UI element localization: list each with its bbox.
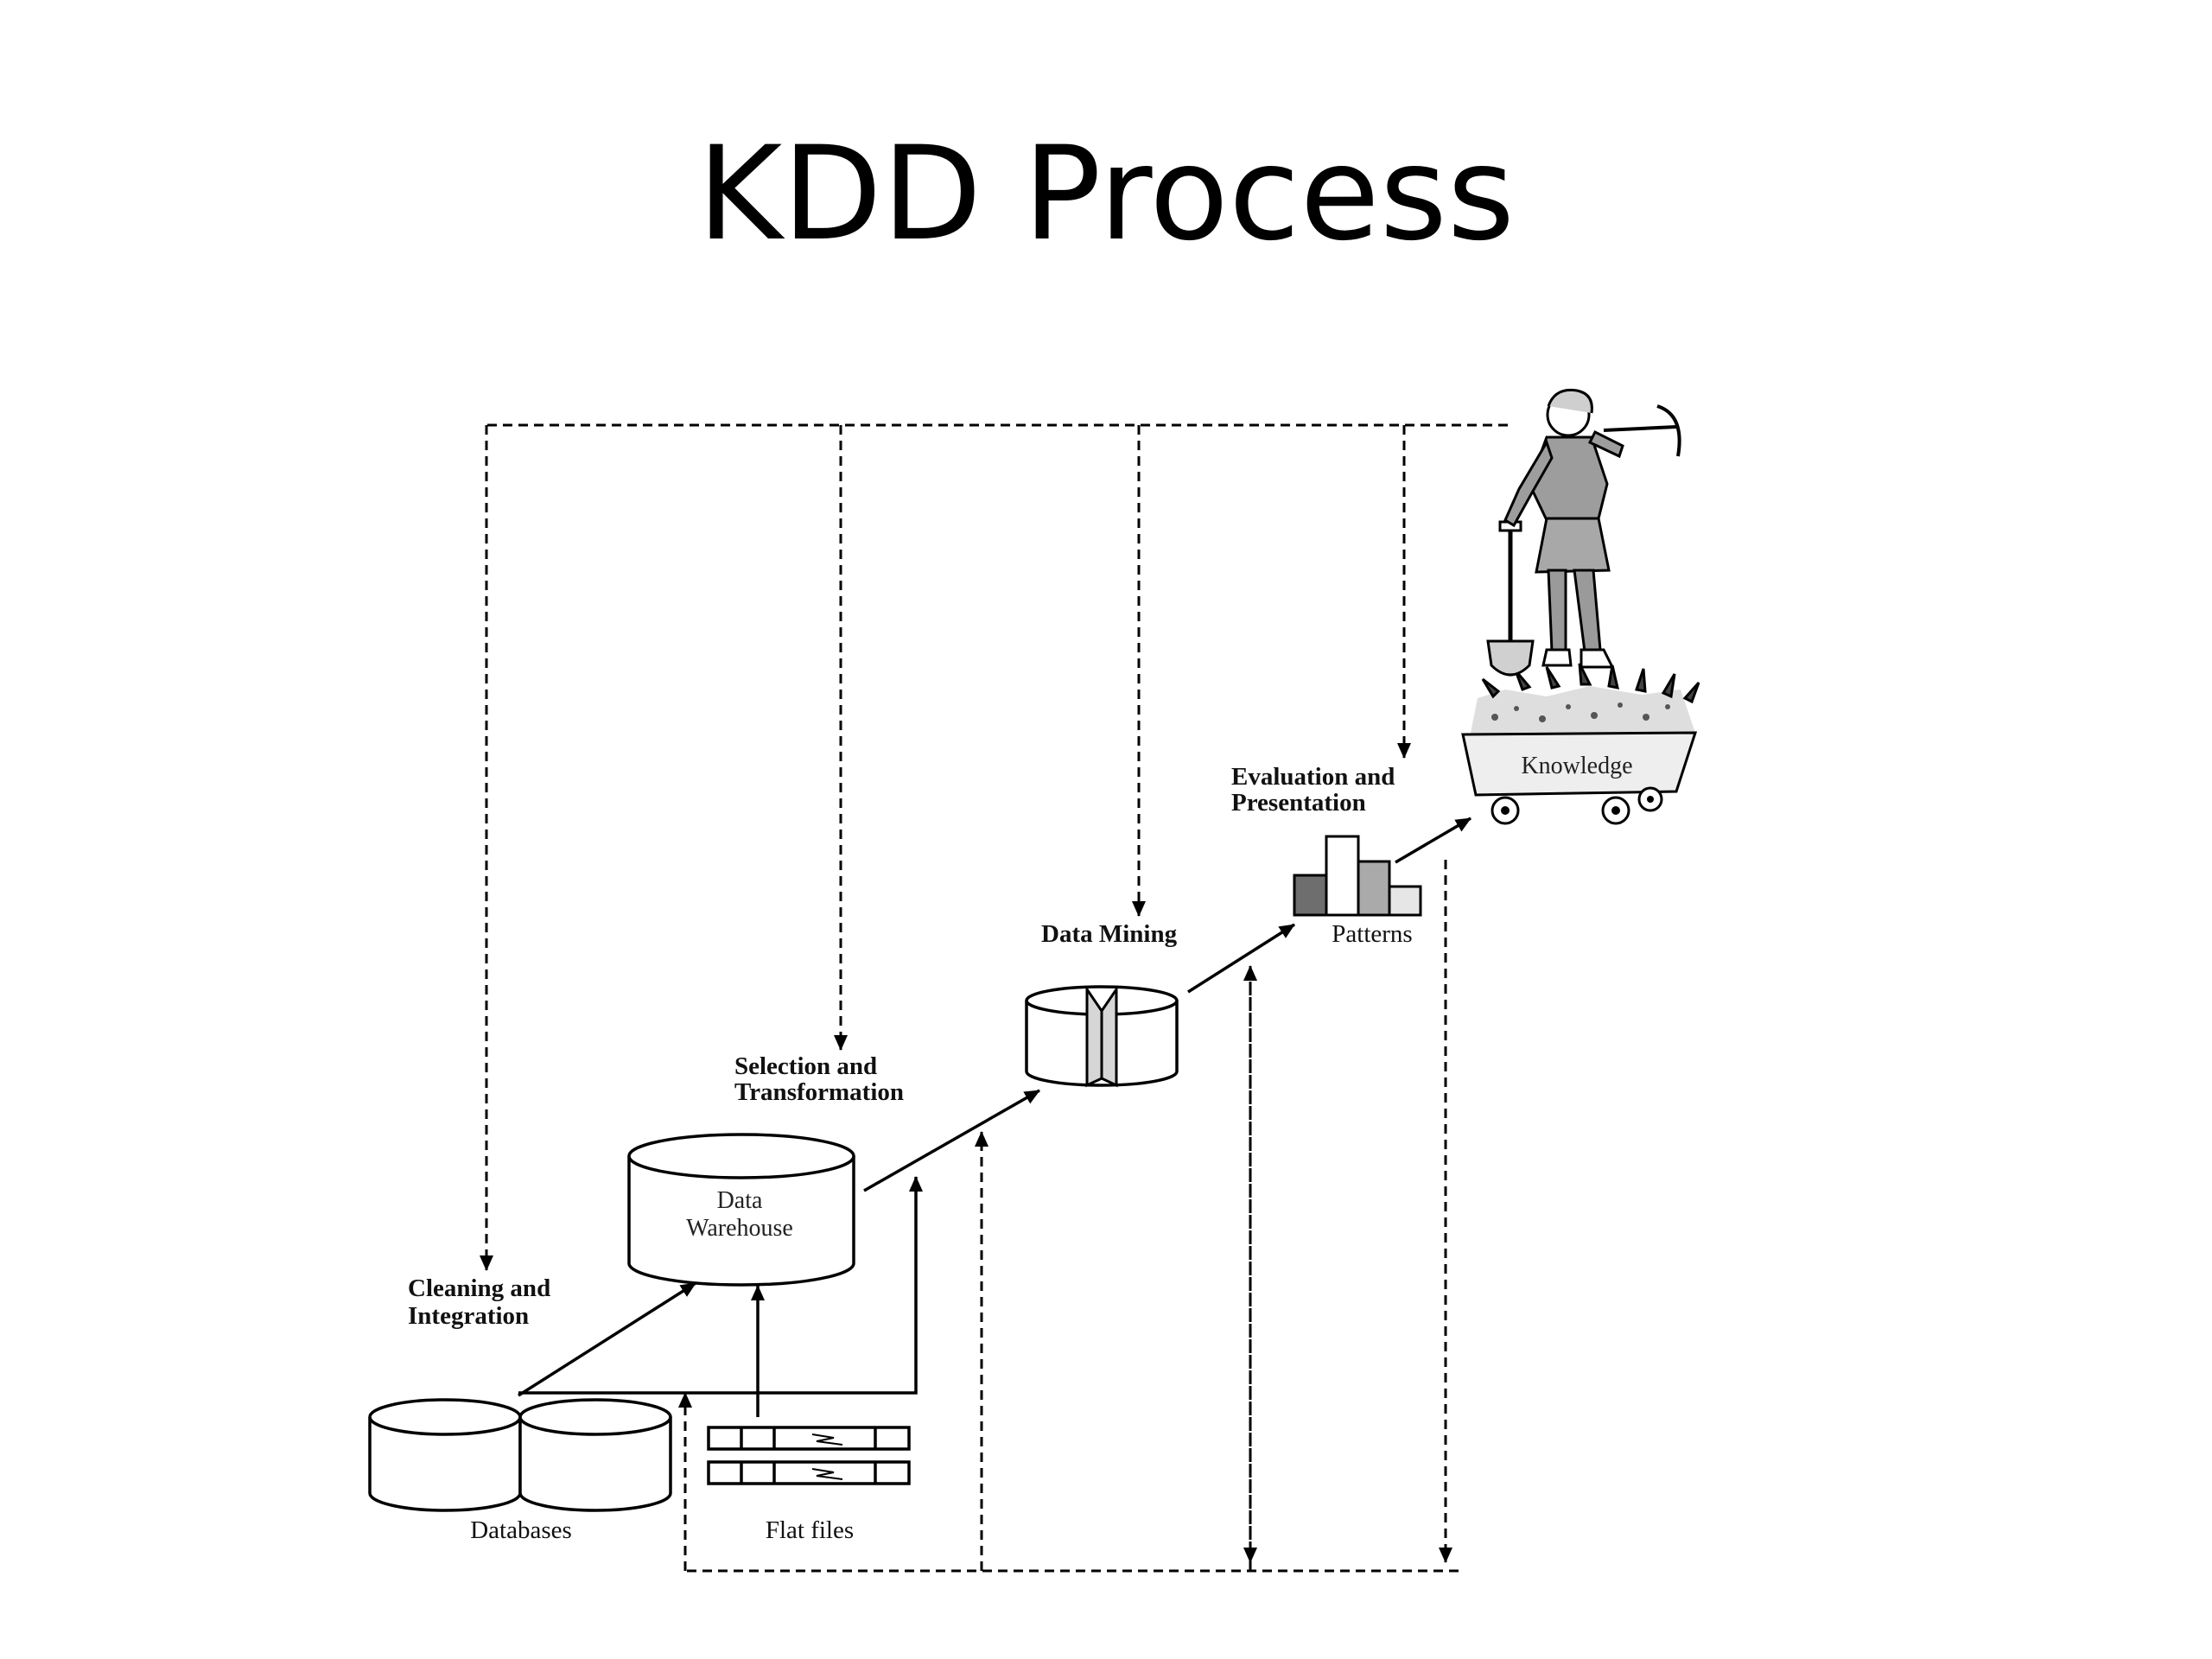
- feedback-loop-bottom: [678, 860, 1459, 1573]
- patterns-node: Patterns: [1293, 835, 1422, 948]
- svg-text:Data Mining: Data Mining: [1041, 920, 1178, 948]
- flat-file-record-icon: [707, 1426, 911, 1451]
- process-arrows: [518, 817, 1471, 1417]
- svg-text:Transformation: Transformation: [734, 1078, 904, 1106]
- svg-text:Presentation: Presentation: [1231, 789, 1366, 817]
- knowledge-label: Knowledge: [1521, 753, 1632, 779]
- data-warehouse-label-line1: Data: [717, 1187, 763, 1214]
- databases-label: Databases: [470, 1516, 572, 1544]
- data-warehouse-label-line2: Warehouse: [686, 1215, 793, 1242]
- stage-label-evaluation: Evaluation and Presentation: [1231, 763, 1395, 817]
- svg-text:Evaluation and: Evaluation and: [1231, 763, 1395, 791]
- stage-label-cleaning: Cleaning and Integration: [408, 1274, 550, 1330]
- flat-file-record-icon: [707, 1460, 911, 1485]
- stage-label-selection: Selection and Transformation: [734, 1052, 904, 1106]
- svg-text:Selection and: Selection and: [734, 1052, 877, 1080]
- database-cylinder-icon: [368, 1398, 522, 1512]
- miner-person-icon: [1486, 388, 1681, 677]
- databases-node: Databases: [368, 1398, 672, 1544]
- data-cube-icon: [1025, 985, 1179, 1088]
- svg-text:Cleaning and: Cleaning and: [408, 1274, 550, 1302]
- knowledge-cart-icon: [1461, 663, 1700, 825]
- feedback-loop-top: [480, 423, 1508, 1271]
- stage-label-mining: Data Mining: [1041, 920, 1178, 948]
- database-cylinder-icon: [518, 1398, 672, 1512]
- data-warehouse-node: Data Warehouse: [627, 1133, 855, 1287]
- flat-files-label: Flat files: [766, 1516, 854, 1544]
- knowledge-node: Knowledge: [1461, 663, 1700, 825]
- flat-files-node: Flat files: [707, 1426, 911, 1544]
- slide-title: KDD Process: [696, 119, 1516, 270]
- patterns-label: Patterns: [1332, 920, 1412, 948]
- bar-chart-icon: [1293, 835, 1422, 917]
- svg-text:Integration: Integration: [408, 1302, 529, 1330]
